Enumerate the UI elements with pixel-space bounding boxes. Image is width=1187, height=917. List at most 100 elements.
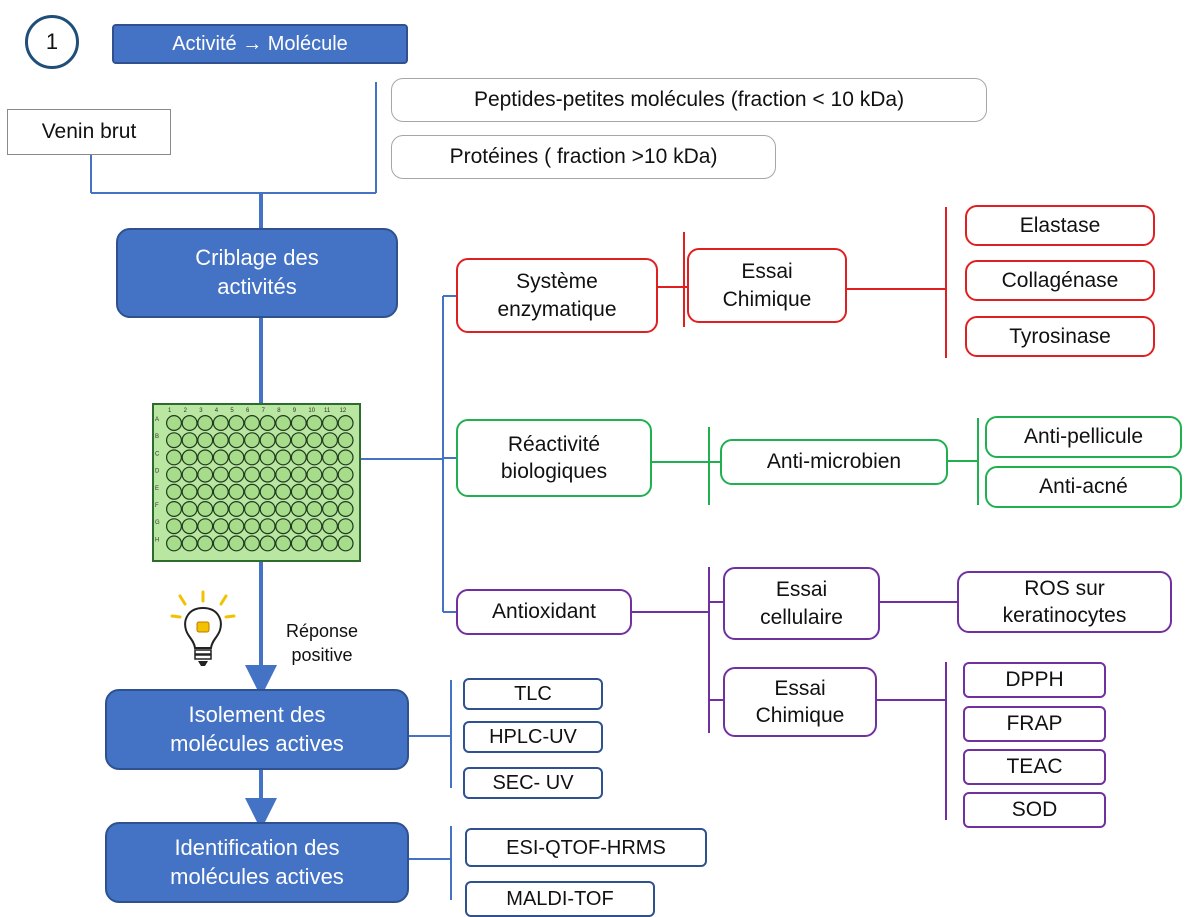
plate-well <box>243 535 260 552</box>
plate-well <box>197 518 214 535</box>
esi-qtof-hrms-box: ESI-QTOF-HRMS <box>465 828 707 867</box>
plate-well <box>306 415 323 432</box>
plate-well <box>197 449 214 466</box>
plate-well <box>181 483 198 500</box>
lightbulb-icon <box>170 590 236 666</box>
plate-well <box>166 415 183 432</box>
plate-well <box>181 449 198 466</box>
fraction-proteines-box: Protéines ( fraction >10 kDa) <box>391 135 776 179</box>
plate-well <box>337 432 354 449</box>
plate-well <box>337 535 354 552</box>
plate-well <box>290 500 307 517</box>
isolement-box: Isolement des molécules actives <box>105 689 409 770</box>
plate-column-label: 8 <box>277 408 281 414</box>
venin-brut-box: Venin brut <box>7 109 171 155</box>
plate-well <box>259 500 276 517</box>
frap-box: FRAP <box>963 706 1106 742</box>
dpph-box: DPPH <box>963 662 1106 698</box>
step-number-badge: 1 <box>25 15 79 69</box>
essai-chimique-red-box: Essai Chimique <box>687 248 847 323</box>
plate-well <box>243 415 260 432</box>
plate-well <box>306 518 323 535</box>
collagenase-box: Collagénase <box>965 260 1155 301</box>
plate-well <box>212 449 229 466</box>
anti-acne-box: Anti-acné <box>985 466 1182 508</box>
plate-column-label: 3 <box>199 408 203 414</box>
plate-well <box>306 500 323 517</box>
plate-well <box>166 535 183 552</box>
hplc-uv-box: HPLC-UV <box>463 721 603 753</box>
plate-well <box>212 432 229 449</box>
identification-box: Identification des molécules actives <box>105 822 409 903</box>
essai-chimique-purple-box: Essai Chimique <box>723 667 877 737</box>
plate-column-label: 2 <box>184 408 188 414</box>
plate-well <box>166 500 183 517</box>
plate-well <box>166 518 183 535</box>
plate-well <box>275 466 292 483</box>
plate-well <box>228 483 245 500</box>
plate-well <box>322 518 339 535</box>
plate-well <box>228 432 245 449</box>
plate-well <box>243 483 260 500</box>
plate-well <box>197 415 214 432</box>
plate-well <box>290 483 307 500</box>
sod-box: SOD <box>963 792 1106 828</box>
plate-well <box>290 535 307 552</box>
plate-well <box>212 466 229 483</box>
plate-well <box>243 500 260 517</box>
plate-well <box>197 483 214 500</box>
plate-well <box>228 500 245 517</box>
plate-well <box>322 449 339 466</box>
plate-well <box>197 500 214 517</box>
plate-well <box>259 518 276 535</box>
header-label: Activité → Molécule <box>112 24 408 64</box>
plate-well <box>337 415 354 432</box>
plate-well <box>228 415 245 432</box>
elastase-box: Elastase <box>965 205 1155 246</box>
plate-well <box>166 432 183 449</box>
plate-well <box>337 518 354 535</box>
plate-row-label: A <box>155 417 159 423</box>
plate-well <box>275 449 292 466</box>
plate-column-label: 10 <box>308 408 315 414</box>
plate-well <box>306 483 323 500</box>
tlc-box: TLC <box>463 678 603 710</box>
plate-well <box>228 535 245 552</box>
essai-cellulaire-box: Essai cellulaire <box>723 567 880 640</box>
plate-well <box>275 483 292 500</box>
plate-well <box>322 535 339 552</box>
plate-well <box>243 449 260 466</box>
plate-well <box>290 415 307 432</box>
maldi-tof-box: MALDI-TOF <box>465 881 655 917</box>
plate-column-label: 4 <box>215 408 219 414</box>
reponse-positive-label: Réponse positive <box>285 621 359 666</box>
tyrosinase-box: Tyrosinase <box>965 316 1155 357</box>
plate-well <box>290 449 307 466</box>
plate-well <box>322 500 339 517</box>
plate-well <box>275 518 292 535</box>
criblage-box: Criblage des activités <box>116 228 398 318</box>
plate-well <box>259 449 276 466</box>
plate-column-label: 11 <box>324 408 331 414</box>
plate-well <box>243 518 260 535</box>
plate-well <box>212 535 229 552</box>
plate-well <box>228 466 245 483</box>
plate-well <box>228 449 245 466</box>
plate-well <box>275 535 292 552</box>
plate-well <box>212 518 229 535</box>
plate-well <box>243 466 260 483</box>
plate-column-label: 6 <box>246 408 250 414</box>
plate-well <box>166 449 183 466</box>
plate-well <box>290 432 307 449</box>
plate-well <box>306 466 323 483</box>
plate-well <box>322 466 339 483</box>
plate-row-label: F <box>155 503 159 509</box>
plate-well <box>322 483 339 500</box>
plate-row-label: B <box>155 434 159 440</box>
plate-well <box>181 535 198 552</box>
plate-well <box>259 535 276 552</box>
plate-well <box>181 432 198 449</box>
plate-well <box>259 483 276 500</box>
teac-box: TEAC <box>963 749 1106 785</box>
